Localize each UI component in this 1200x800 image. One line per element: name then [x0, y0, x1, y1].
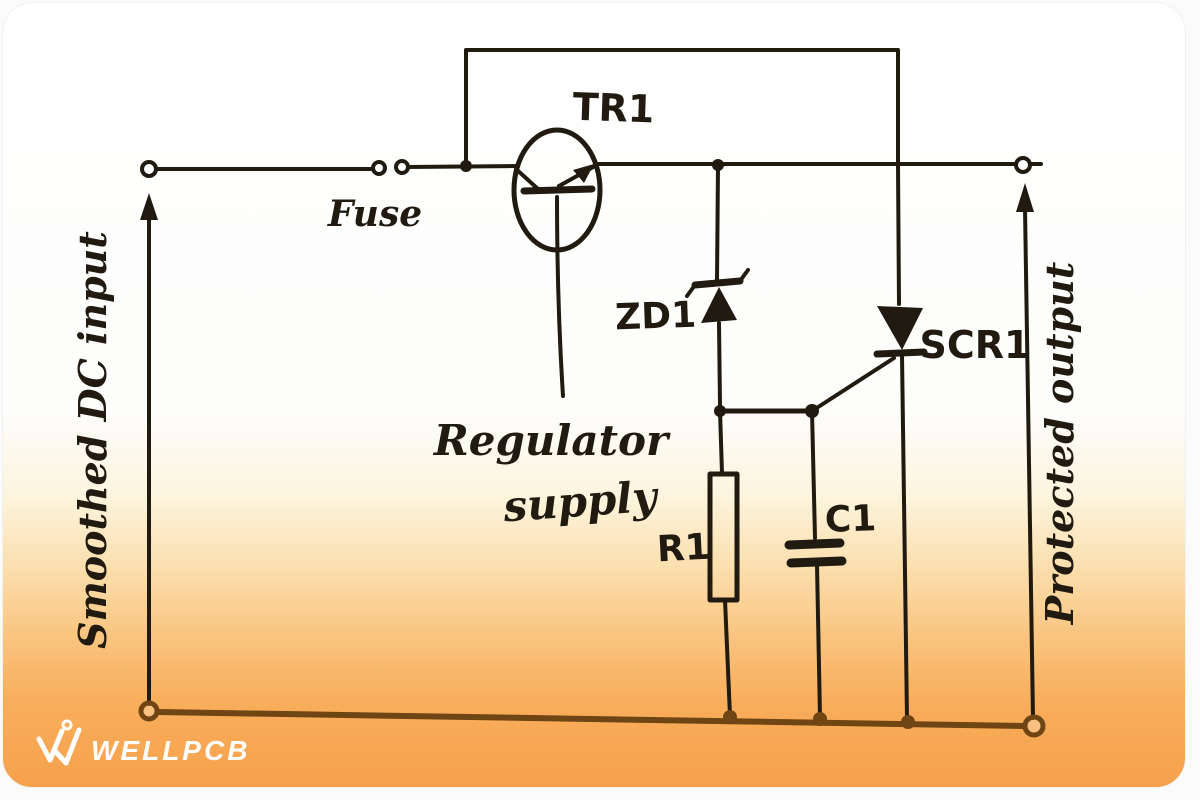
wellpcb-logo-text: WELLPCB [91, 735, 250, 766]
input-terminal-circle [140, 160, 158, 178]
junction-dot [901, 715, 915, 729]
fuse-symbol [371, 159, 410, 176]
capacitor-symbol [784, 409, 847, 719]
input-branch [140, 193, 158, 706]
wellpcb-logo: WELLPCB [36, 719, 250, 766]
resistor-label: R1 [656, 527, 711, 571]
zener-label: ZD1 [614, 295, 696, 339]
emitter-arrow-icon [573, 164, 594, 183]
base-lead [555, 195, 565, 398]
feedback-loop-wire [464, 48, 900, 168]
scr-gate-lead [810, 356, 896, 413]
output-terminal-circle [1014, 156, 1032, 174]
junction-dot [813, 712, 827, 726]
schematic-card: Fuse Smoothed DC input TR1 Regulator sup… [2, 2, 1186, 788]
gate-node-wires [714, 356, 896, 418]
junction-dot [460, 160, 472, 172]
junction-dot [723, 710, 737, 724]
transistor-symbol [511, 127, 603, 398]
resistor-symbol [707, 409, 740, 718]
scr-symbol [873, 163, 928, 721]
output-side-label: Protected output [1037, 261, 1082, 625]
up-arrow-icon [140, 193, 158, 220]
svg-text:Regulator: Regulator [433, 416, 671, 465]
wellpcb-logo-icon [36, 719, 82, 766]
capacitor-label: C1 [824, 498, 877, 541]
rail-right-terminal-circle [1022, 714, 1046, 738]
input-side-label: Smoothed DC input [70, 231, 115, 649]
rail-left-terminal-circle [138, 700, 160, 722]
bottom-rail-wire [138, 700, 1046, 738]
up-arrow-icon [1016, 183, 1034, 212]
zener-diode-symbol [685, 159, 750, 407]
scr-label: SCR1 [920, 323, 1031, 367]
main-supply-wire [154, 160, 1017, 172]
circuit-schematic: Fuse Smoothed DC input TR1 Regulator sup… [36, 48, 1082, 766]
fuse-label: Fuse [327, 193, 422, 235]
regulator-supply-label: Regulator supply [433, 416, 671, 531]
output-branch [1016, 162, 1043, 720]
transistor-label: TR1 [572, 85, 655, 132]
svg-text:supply: supply [501, 472, 661, 532]
